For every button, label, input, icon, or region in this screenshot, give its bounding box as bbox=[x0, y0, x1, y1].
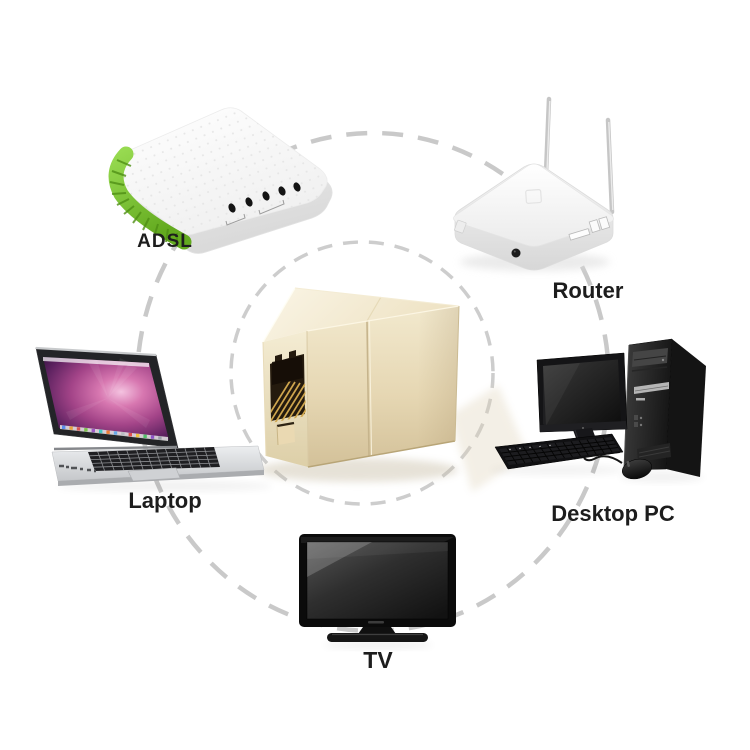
wireless-router-icon bbox=[453, 96, 615, 271]
desktop-pc-label: Desktop PC bbox=[551, 501, 675, 526]
laptop-menubar bbox=[43, 357, 149, 367]
tv-stand-base bbox=[327, 633, 428, 642]
router-label: Router bbox=[553, 278, 624, 303]
router-logo bbox=[525, 188, 542, 204]
connection-ring-inner bbox=[229, 240, 495, 506]
rj45-clip-notch bbox=[277, 423, 295, 445]
laptop-label: Laptop bbox=[128, 488, 201, 513]
laptop-keyboard bbox=[88, 447, 220, 471]
router-top-face bbox=[453, 163, 614, 247]
laptop-wallpaper-rays bbox=[66, 358, 150, 428]
laptop-hinge bbox=[53, 445, 178, 451]
tv-stand-neck bbox=[358, 627, 396, 634]
laptop-dock-icons bbox=[62, 425, 162, 440]
pc-front-panel-slot bbox=[634, 382, 669, 394]
modem-green-ribs bbox=[109, 159, 178, 246]
adsl-label: ADSL bbox=[137, 231, 193, 252]
router-side-port bbox=[454, 219, 467, 234]
laptop-trackpad bbox=[127, 467, 181, 482]
tv-icon bbox=[299, 534, 456, 649]
coupler-shadow-right bbox=[450, 385, 528, 492]
router-button bbox=[511, 248, 521, 258]
laptop-side-ports bbox=[59, 464, 96, 473]
pc-vent bbox=[637, 443, 671, 462]
pc-keyboard bbox=[494, 433, 624, 470]
adsl-modem-icon bbox=[108, 107, 333, 254]
desktop-pc-icon bbox=[490, 338, 706, 482]
tv-label: TV bbox=[363, 647, 393, 673]
laptop-icon bbox=[35, 346, 273, 491]
modem-status-leds bbox=[228, 182, 301, 213]
rj45-coupler-icon bbox=[258, 287, 528, 492]
rj45-socket bbox=[270, 350, 306, 446]
modem-port-markings bbox=[225, 199, 285, 226]
tv-screen-reflection bbox=[307, 542, 372, 577]
tv-screen bbox=[306, 541, 449, 620]
tv-logo bbox=[368, 621, 384, 624]
router-ports bbox=[568, 216, 611, 241]
pc-mouse bbox=[583, 455, 652, 480]
pc-tower bbox=[623, 338, 706, 477]
laptop-wallpaper bbox=[43, 357, 169, 440]
